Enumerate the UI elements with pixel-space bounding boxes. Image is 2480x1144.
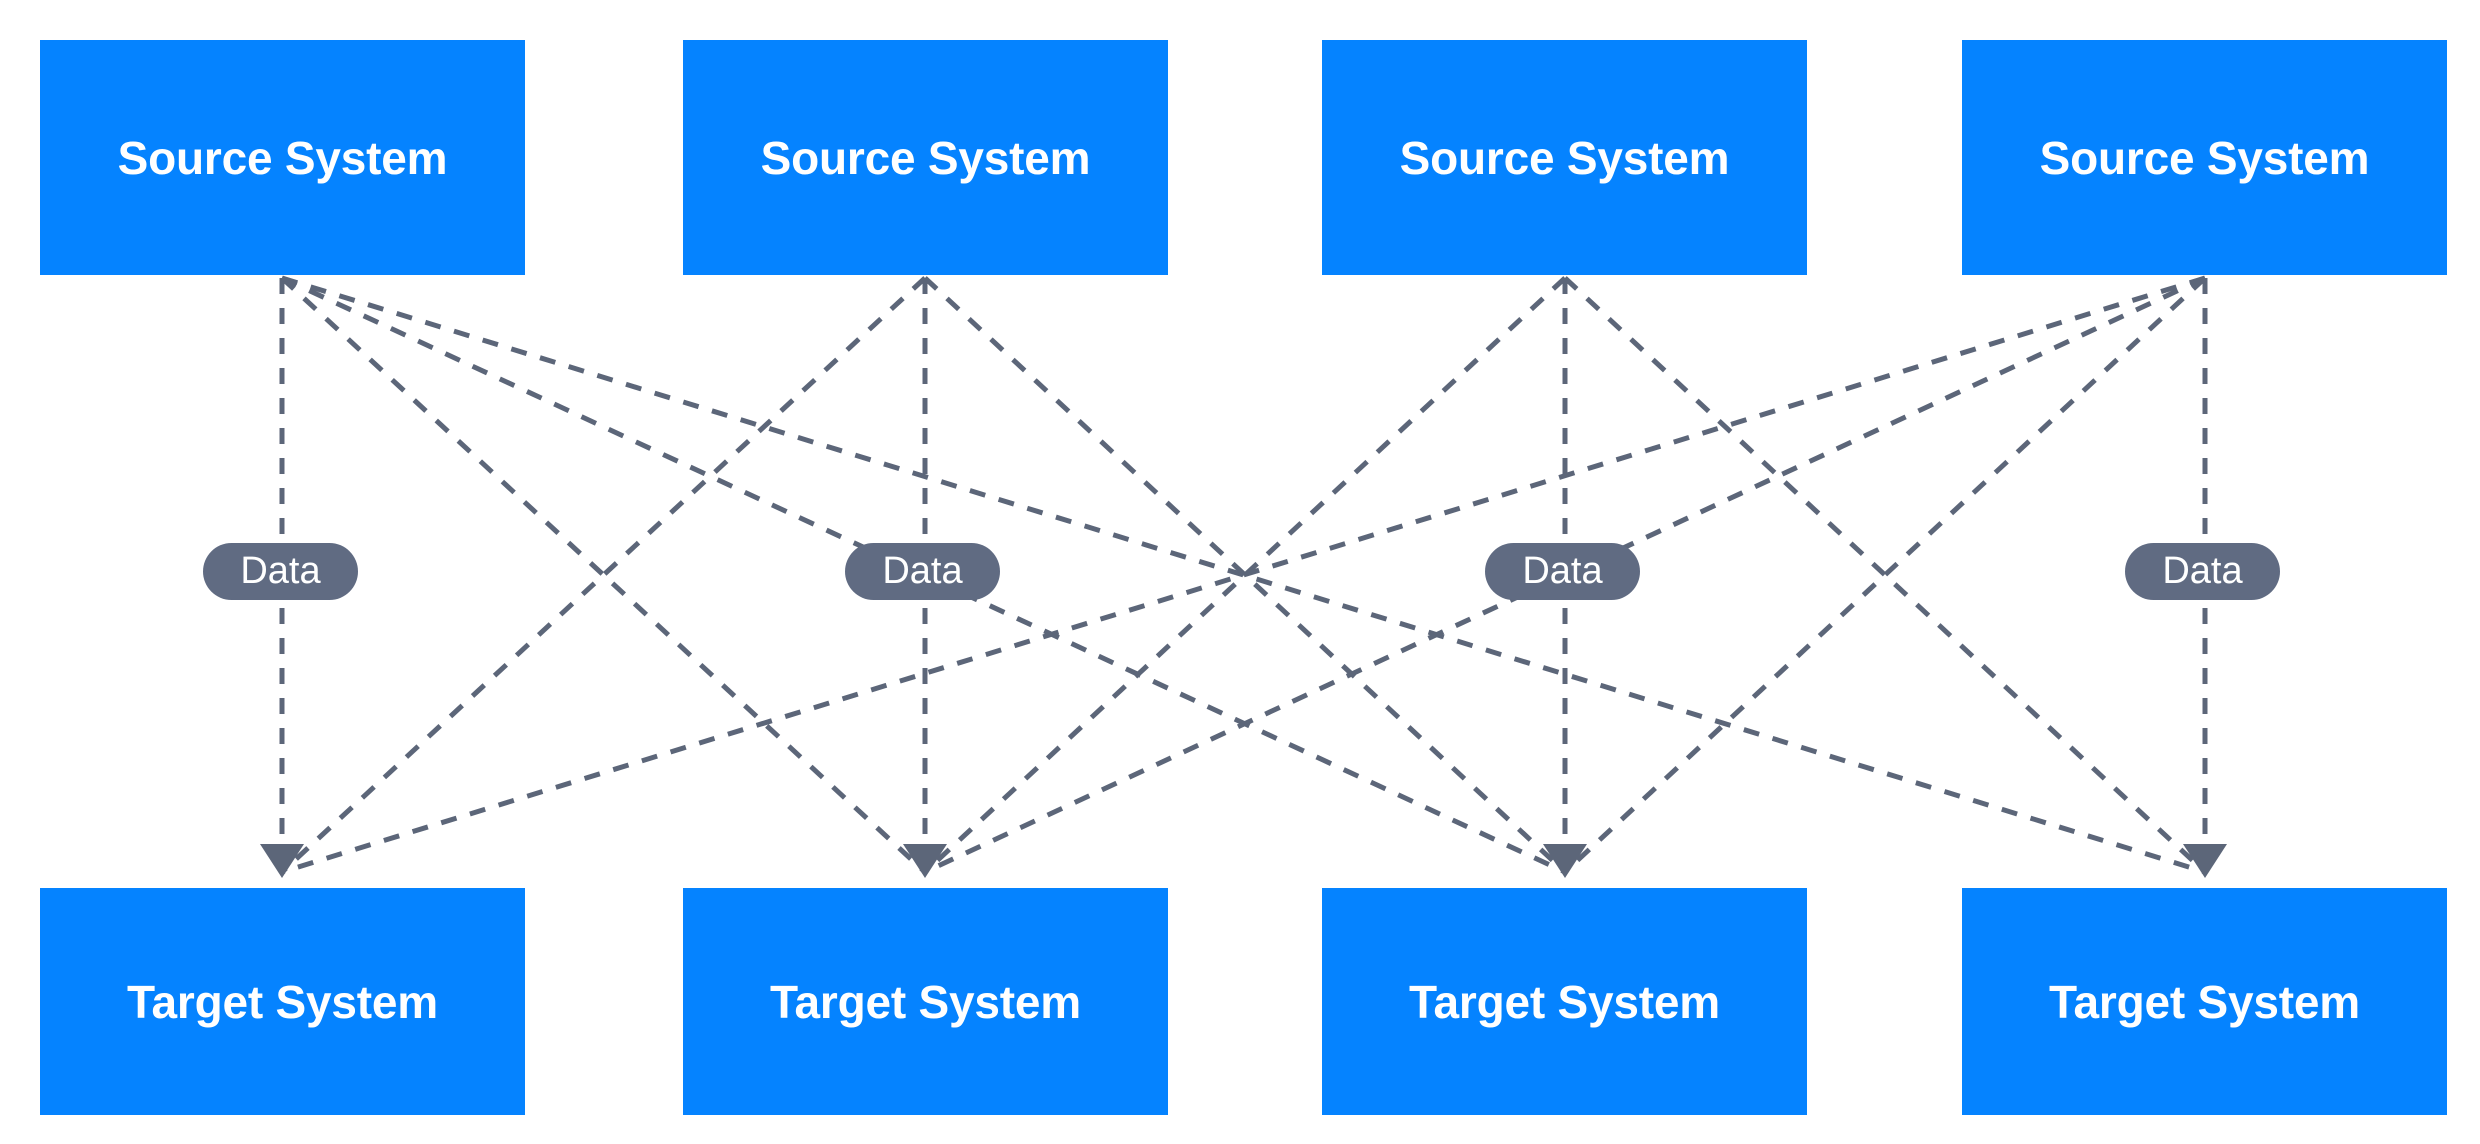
source-system-node-2[interactable]: Source System [683, 40, 1168, 275]
connector-src2-to-tgt1 [280, 276, 927, 874]
connector-src1-to-tgt2 [280, 276, 927, 874]
source-system-label-2: Source System [760, 131, 1091, 184]
target-system-label-2: Target System [770, 975, 1081, 1028]
data-edge-label-3: Data [1485, 543, 1640, 600]
target-system-node-1[interactable]: Target System [40, 888, 525, 1115]
data-edge-label-2: Data [845, 543, 1000, 600]
arrowhead-tgt3 [1543, 844, 1587, 878]
data-edge-label-text-2: Data [882, 550, 963, 592]
target-system-node-2[interactable]: Target System [683, 888, 1168, 1115]
connector-src2-to-tgt3 [923, 276, 1567, 874]
data-edge-label-text-4: Data [2162, 550, 2243, 592]
source-system-node-1[interactable]: Source System [40, 40, 525, 275]
source-system-node-3[interactable]: Source System [1322, 40, 1807, 275]
target-system-node-4[interactable]: Target System [1962, 888, 2447, 1115]
connector-src1-to-tgt4 [281, 275, 2206, 875]
source-system-label-3: Source System [1399, 131, 1730, 184]
connector-src1-to-tgt3 [280, 275, 1567, 875]
connector-src3-to-tgt4 [1563, 276, 2207, 874]
data-edge-label-4: Data [2125, 543, 2280, 600]
data-edge-label-1: Data [203, 543, 358, 600]
connector-src4-to-tgt1 [281, 275, 2206, 875]
source-system-label-4: Source System [2039, 131, 2370, 184]
source-system-node-4[interactable]: Source System [1962, 40, 2447, 275]
target-system-node-3[interactable]: Target System [1322, 888, 1807, 1115]
source-system-label-1: Source System [117, 131, 448, 184]
target-system-label-4: Target System [2049, 975, 2360, 1028]
arrowhead-tgt2 [903, 844, 947, 878]
data-edge-label-text-3: Data [1522, 550, 1603, 592]
connector-src4-to-tgt3 [1563, 276, 2207, 874]
arrowhead-tgt4 [2183, 844, 2227, 878]
target-system-label-1: Target System [127, 975, 438, 1028]
connector-src3-to-tgt2 [923, 276, 1567, 874]
target-system-label-3: Target System [1409, 975, 1720, 1028]
data-edge-label-text-1: Data [240, 550, 321, 592]
arrowhead-tgt1 [260, 844, 304, 878]
